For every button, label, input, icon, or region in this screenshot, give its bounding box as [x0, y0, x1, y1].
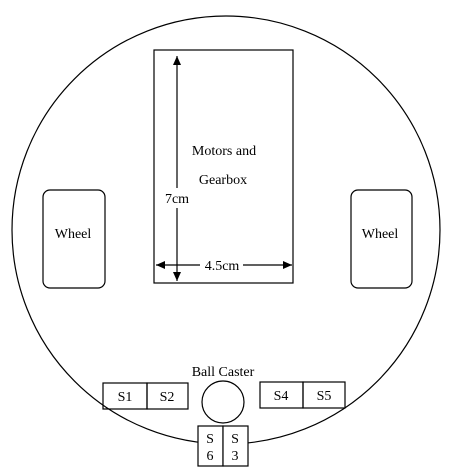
ball-caster-label: Ball Caster	[192, 365, 255, 380]
sensor-s1-label: S1	[118, 390, 133, 405]
motor-label-line1: Motors and	[192, 144, 256, 159]
sensor-s2-label: S2	[160, 390, 175, 405]
sensor-s3-box	[222, 425, 249, 467]
sensor-s3-label-top: S	[231, 432, 239, 447]
sensor-s5-label: S5	[317, 389, 332, 404]
sensor-s6-label-bottom: 6	[207, 449, 214, 464]
left-wheel-label: Wheel	[55, 227, 92, 242]
width-dimension-label: 4.5cm	[205, 259, 240, 274]
sensor-s3-label-bottom: 3	[232, 449, 239, 464]
sensor-s6-box	[197, 425, 224, 467]
sensor-s4-label: S4	[274, 389, 289, 404]
ball-caster	[201, 380, 245, 424]
height-dimension-label: 7cm	[165, 192, 189, 207]
right-wheel-label: Wheel	[362, 227, 399, 242]
sensor-s5-box	[302, 381, 346, 409]
motor-gearbox-box	[153, 49, 294, 284]
left-wheel	[42, 189, 106, 289]
sensor-s2-box	[146, 382, 189, 410]
sensor-s6-label-top: S	[206, 432, 214, 447]
motor-label-line2: Gearbox	[199, 173, 247, 188]
right-wheel	[350, 189, 413, 289]
